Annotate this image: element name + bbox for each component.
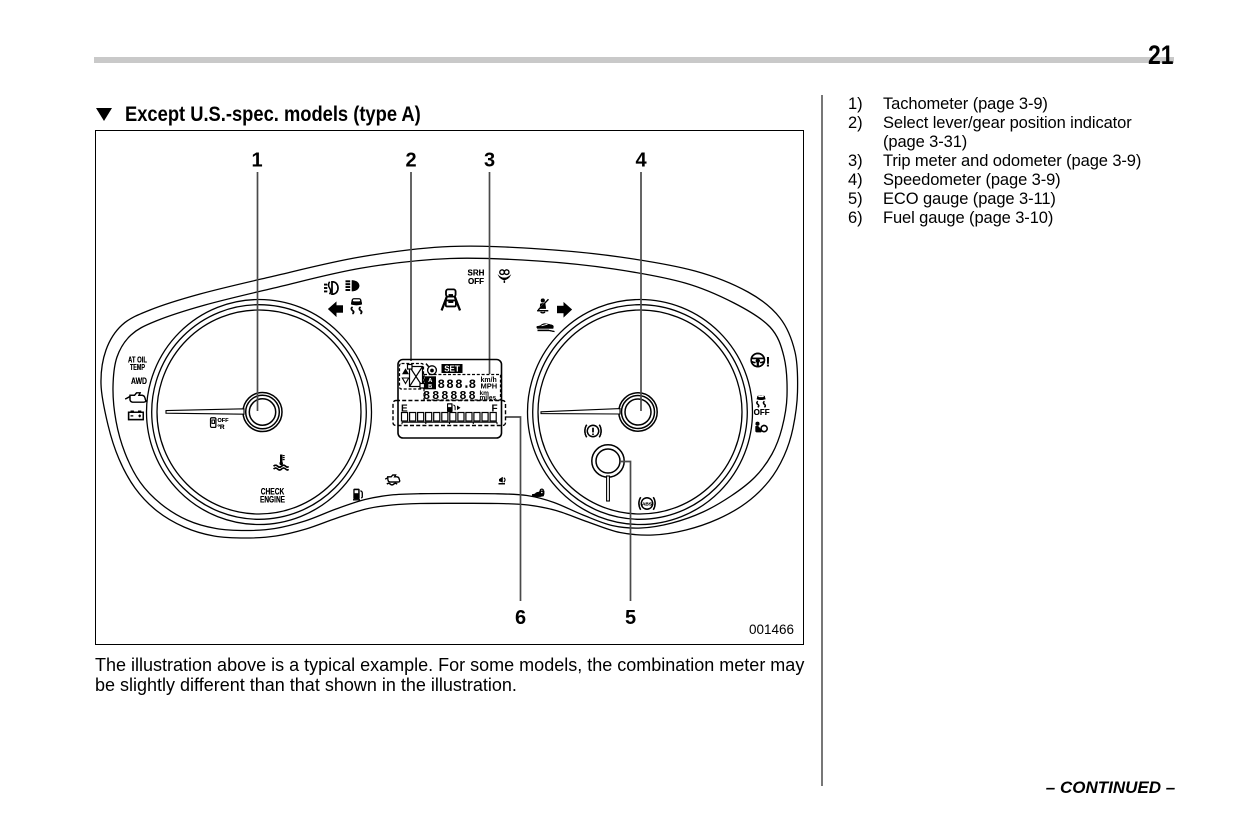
svg-text:5: 5 [625, 607, 636, 629]
svg-text:AWD: AWD [131, 376, 147, 387]
svg-text:3: 3 [484, 150, 495, 172]
svg-text:ABS: ABS [642, 501, 653, 507]
svg-text:OFF: OFF [754, 408, 770, 417]
svg-text:OFF: OFF [468, 277, 484, 286]
svg-text:E: E [401, 404, 408, 415]
svg-text:CHECK: CHECK [261, 487, 285, 497]
svg-text:AT OIL: AT OIL [128, 356, 147, 365]
svg-text:2: 2 [405, 150, 416, 172]
svg-text:km: km [480, 390, 490, 397]
svg-text:888: 888 [438, 378, 464, 392]
svg-text:B: B [428, 384, 432, 390]
svg-text:ºR: ºR [218, 424, 225, 431]
svg-text:km/h: km/h [481, 377, 497, 384]
svg-text:AWD: AWD [131, 376, 147, 387]
svg-text:OFF: OFF [754, 408, 770, 417]
svg-text:ABS: ABS [642, 501, 653, 507]
svg-text:SET: SET [444, 365, 460, 374]
svg-text:TEMP: TEMP [130, 363, 145, 372]
svg-text:1: 1 [251, 150, 262, 172]
svg-text:8: 8 [469, 378, 477, 392]
svg-text:4: 4 [635, 150, 647, 172]
svg-text:SRH: SRH [468, 269, 485, 278]
svg-text:ºR: ºR [218, 424, 225, 431]
svg-text:!: ! [766, 354, 771, 370]
svg-text:6: 6 [515, 607, 526, 629]
svg-text:!: ! [766, 354, 771, 370]
svg-text:OFF: OFF [218, 418, 230, 424]
svg-text:OFF: OFF [218, 418, 230, 424]
svg-text:CHECK: CHECK [261, 487, 285, 497]
svg-text:TEMP: TEMP [130, 363, 145, 372]
svg-text:MPH: MPH [481, 382, 498, 391]
svg-text:888888: 888888 [423, 389, 478, 403]
svg-text:AT OIL: AT OIL [128, 356, 147, 365]
svg-text:ENGINE: ENGINE [260, 495, 285, 505]
svg-text:ENGINE: ENGINE [260, 495, 285, 505]
svg-text:miles: miles [480, 395, 497, 402]
svg-text:001466: 001466 [749, 622, 794, 637]
svg-text:OFF: OFF [468, 277, 484, 286]
svg-text:A: A [428, 378, 433, 384]
svg-text:F: F [492, 404, 498, 415]
svg-text:SRH: SRH [468, 269, 485, 278]
